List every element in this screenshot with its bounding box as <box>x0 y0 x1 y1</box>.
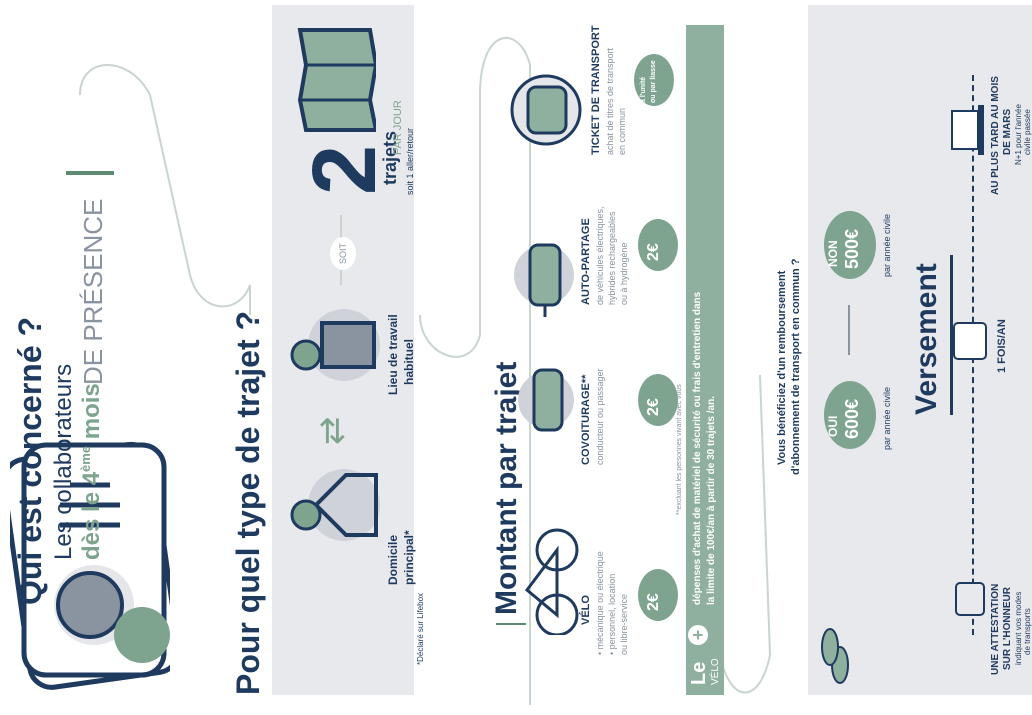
versement-title: Versement <box>910 263 943 415</box>
mode-amount: 2€ <box>645 398 662 416</box>
coins-icon <box>821 628 849 684</box>
piggy-bank-icon <box>638 374 678 426</box>
home-icon <box>290 469 380 541</box>
work-label-1: Lieu de travail <box>386 314 400 395</box>
soit-label: SOIT <box>330 236 356 270</box>
oui-label: OUI <box>826 415 840 437</box>
mode-desc-3: ou libre-service <box>619 593 629 655</box>
mode-desc-1: achat de titres de transport <box>605 47 615 155</box>
mode-desc-1: • mécanique ou électrique <box>595 551 605 655</box>
home-label-1: Domicile <box>386 534 400 585</box>
home-label-2: principal* <box>402 530 416 585</box>
map-icon <box>297 28 376 132</box>
mode-desc-1: conducteur ou passager <box>595 368 605 465</box>
round-trip-label: soit 1 aller/retour <box>405 127 415 195</box>
laptop-icon <box>951 105 984 155</box>
title-concerned: Qui est concerné ? <box>12 316 48 605</box>
bicycle-icon <box>524 528 579 635</box>
title-trip-type: Pour quel type de trajet ? <box>230 310 266 695</box>
non-label: NON <box>826 240 840 267</box>
per-day-label: PAR JOUR <box>392 100 404 155</box>
step2-label: 1 FOIS/AN <box>996 319 1008 373</box>
step1-line-2: SUR L'HONNEUR <box>1002 587 1013 670</box>
mode-amount-line-2: ou par liasse <box>650 60 657 103</box>
work-label-2: habituel <box>402 338 416 385</box>
mode-desc-1: de véhicules électriques, <box>595 206 605 305</box>
footnote-household: **excluant les personnes vivant avec vou… <box>676 384 683 515</box>
accent-bar <box>66 171 114 175</box>
mode-desc-2: • personnel, location <box>607 573 617 655</box>
step3-line-1: AU PLUS TARD AU MOIS <box>990 76 1001 195</box>
mode-name: VÉLO <box>580 595 592 625</box>
step1-line-4: de transports <box>1023 608 1032 655</box>
swap-arrows-icon: ⇄ <box>313 416 351 446</box>
non-amount: 500€ <box>842 228 862 269</box>
mode-name: AUTO-PARTAGE <box>580 218 592 305</box>
piggy-bank-icon <box>634 54 674 106</box>
mode-name: TICKET DE TRANSPORT <box>590 25 602 155</box>
mode-amount: 2€ <box>645 243 662 261</box>
oui-sub: par année civile <box>882 386 892 450</box>
concerned-line-3: DE PRÉSENCE <box>78 198 108 385</box>
step1-line-3: indiquant vos modes <box>1014 591 1023 665</box>
le-plus-velo-label: VÉLO <box>710 658 721 685</box>
oui-amount: 600€ <box>842 398 862 439</box>
oui-non-divider <box>848 305 850 355</box>
footnote-lifebox: *Déclaré sur Lifebox <box>416 592 425 665</box>
piggy-bank-icon <box>824 381 876 449</box>
mode-name: COVOITURAGE** <box>580 374 592 465</box>
train-icon <box>510 74 582 146</box>
step3-line-3: N+1 pour l'année <box>1014 104 1023 165</box>
mode-desc-2: en commun <box>617 107 627 155</box>
concerned-line-2: dès le 4ème mois <box>78 383 105 560</box>
office-building-icon <box>290 309 380 381</box>
le-plus-sign: + <box>688 625 708 645</box>
mode-desc-2: hybrides rechargeables <box>607 211 617 305</box>
calendar-icon <box>953 322 987 360</box>
car-icon <box>518 368 574 432</box>
step1-line-1: UNE ATTESTATION <box>990 583 1001 675</box>
mode-amount: 2€ <box>645 593 662 611</box>
piggy-bank-icon <box>638 569 678 621</box>
question-line-1: Vous bénéficiez d'un remboursement <box>776 270 788 465</box>
step3-line-2: DE MARS <box>1002 108 1013 155</box>
le-plus-line-2: la limite de 100€/an à partir de 30 traj… <box>706 396 717 605</box>
le-plus-le: Le <box>688 661 710 685</box>
piggy-bank-icon <box>638 219 678 271</box>
mode-amount-line-1: à l'unité <box>640 76 647 103</box>
trips-count: 2 <box>295 144 395 195</box>
step3-line-4: civile passée <box>1023 109 1032 155</box>
question-line-2: d'abonnement de transport en commun ? <box>790 258 802 475</box>
le-plus-line-1: dépenses d'achat de matériel de sécurité… <box>692 291 703 605</box>
scroll-icon <box>955 582 985 616</box>
concerned-line-1: Les collaborateurs <box>50 363 77 560</box>
piggy-bank-icon <box>824 211 876 279</box>
non-sub: par année civile <box>882 213 892 277</box>
mode-desc-3: ou à hydrogène <box>619 242 629 305</box>
id-card-icon <box>10 441 170 690</box>
electric-car-icon <box>514 243 574 317</box>
